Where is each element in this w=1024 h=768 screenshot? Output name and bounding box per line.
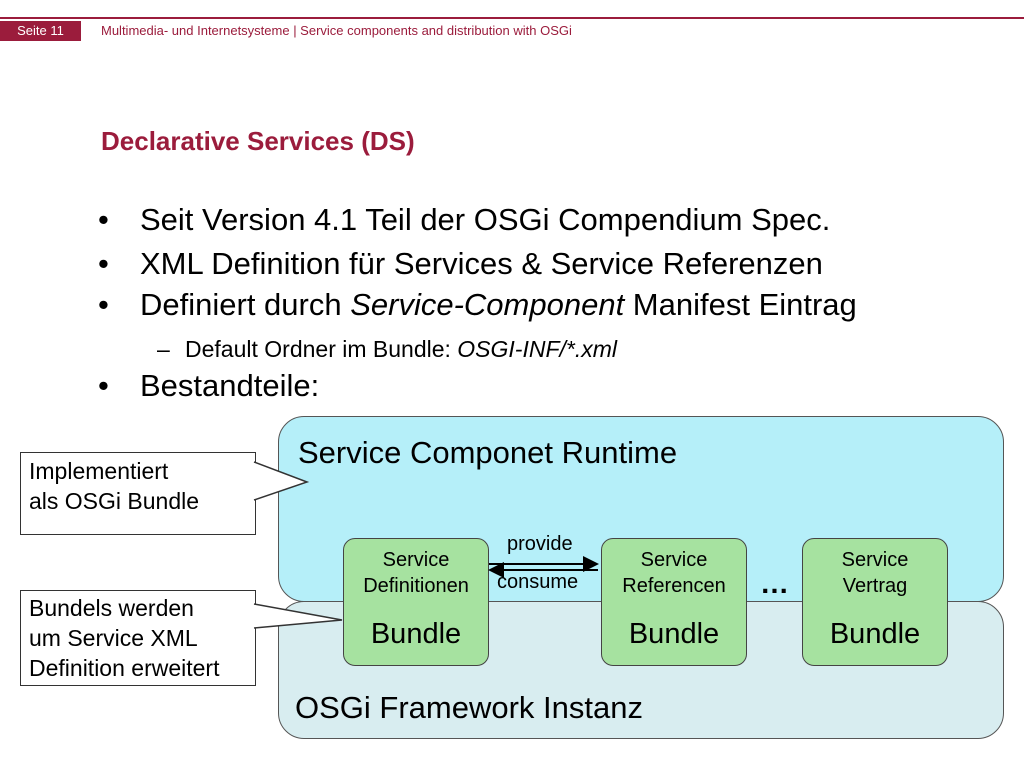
bundle-caption-line2: Definitionen — [363, 575, 469, 597]
bundle-service-definitions: Service Definitionen Bundle — [343, 538, 489, 666]
page-number-badge: Seite 11 — [0, 21, 81, 41]
bullet-text-pre: Definiert durch — [140, 287, 351, 322]
callout-implemented: Implementiert als OSGi Bundle — [20, 452, 256, 535]
bundle-caption-line1: Service — [382, 549, 450, 571]
bullet-text: Bestandteile: — [140, 368, 320, 403]
callout-pointer-implemented — [253, 461, 310, 501]
bullet-text-post: Manifest Eintrag — [624, 287, 857, 322]
slide-title: Declarative Services (DS) — [101, 126, 415, 156]
bullet-text: Seit Version 4.1 Teil der OSGi Compendiu… — [140, 202, 831, 237]
callout-pointer-extended — [253, 603, 343, 629]
callout-line: Bundels werden — [29, 595, 194, 621]
course-title: Multimedia- und Internetsysteme | Servic… — [101, 23, 572, 38]
bundle-caption: Service Vertrag — [803, 547, 947, 599]
callout-line: als OSGi Bundle — [29, 488, 200, 514]
ellipsis: … — [760, 568, 789, 600]
bundle-service-contract: Service Vertrag Bundle — [802, 538, 948, 666]
bullet-dot: • — [98, 246, 109, 281]
sub-bullet-text-pre: Default Ordner im Bundle: — [185, 336, 458, 362]
bullet-text: Definiert durch Service-Component Manife… — [140, 285, 857, 325]
framework-label: OSGi Framework Instanz — [295, 690, 643, 725]
bullet-dot: • — [98, 368, 109, 403]
bundle-caption-line1: Service — [841, 549, 909, 571]
bullet-dot: • — [98, 202, 109, 237]
callout-line: Definition erweitert — [29, 655, 220, 681]
bundle-label: Bundle — [628, 618, 720, 650]
bullet-text-italic: Service-Component — [350, 287, 625, 322]
bundle-caption: Service Referencen — [602, 547, 746, 599]
bundle-caption-line2: Vertrag — [842, 575, 908, 597]
bundle-caption-line2: Referencen — [622, 575, 726, 597]
bundle-caption: Service Definitionen — [344, 547, 488, 599]
consume-label: consume — [497, 571, 579, 593]
bundle-label: Bundle — [370, 618, 462, 650]
bundle-caption-line1: Service — [640, 549, 708, 571]
sub-bullet-text: Default Ordner im Bundle: OSGI-INF/*.xml — [185, 334, 617, 364]
sub-bullet-dash: – — [157, 336, 170, 362]
sub-bullet-text-italic: OSGI-INF/*.xml — [457, 336, 618, 362]
bullet-text: XML Definition für Services & Service Re… — [140, 246, 823, 281]
runtime-label: Service Componet Runtime — [298, 435, 678, 470]
bundle-service-references: Service Referencen Bundle — [601, 538, 747, 666]
callout-line: um Service XML — [29, 625, 198, 651]
provide-label: provide — [507, 533, 573, 555]
callout-line: Implementiert — [29, 458, 169, 484]
header-rule — [0, 17, 1024, 19]
bundle-label: Bundle — [829, 618, 921, 650]
callout-extended: Bundels werden um Service XML Definition… — [20, 590, 256, 686]
bullet-dot: • — [98, 287, 109, 322]
